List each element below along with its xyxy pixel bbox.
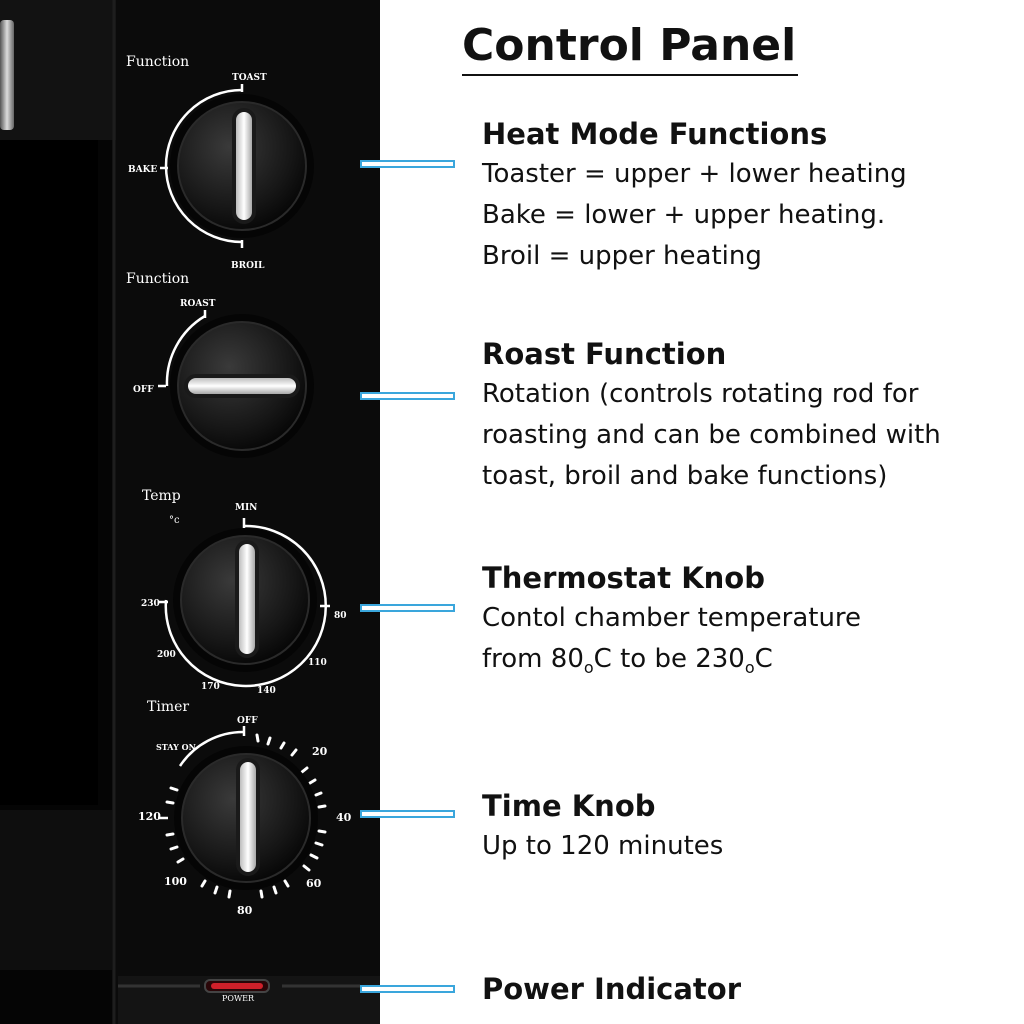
section-title: Thermostat Knob [482, 561, 765, 595]
function-knob[interactable] [170, 94, 314, 238]
pointer-thermostat [360, 604, 455, 612]
oven-control-panel-photo: Function TOAST BAKE BROIL Function ROAST… [0, 0, 380, 1024]
section-title: Roast Function [482, 337, 727, 371]
label-toast: TOAST [232, 73, 267, 83]
power-indicator-light [211, 983, 263, 989]
section-line: Toaster = upper + lower heating [482, 159, 907, 189]
section-line: Contol chamber temperature [482, 603, 862, 633]
section-title: Heat Mode Functions [482, 117, 828, 151]
pointer-roast [360, 392, 455, 400]
door-frame-bottom [0, 810, 112, 970]
section-timer: Time Knob Up to 120 minutes [482, 786, 1012, 867]
label-temp: Temp [142, 488, 181, 504]
pointer-heat-mode [360, 160, 455, 168]
label-200: 200 [157, 650, 176, 660]
control-panel-illustration: Function TOAST BAKE BROIL Function ROAST… [0, 0, 380, 1024]
section-line: roasting and can be combined with [482, 420, 941, 450]
timer-dial-arc [178, 730, 245, 767]
label-broil: BROIL [231, 261, 265, 271]
label-60: 60 [306, 877, 322, 890]
section-line-temperature-range: from 80oC to be 230oC [482, 644, 773, 678]
door-window [0, 140, 98, 805]
section-line: Rotation (controls rotating rod for [482, 379, 919, 409]
section-power: Power Indicator [482, 969, 1012, 1009]
section-heat-mode: Heat Mode Functions Toaster = upper + lo… [482, 114, 1012, 277]
pointer-timer [360, 810, 455, 818]
label-110: 110 [308, 658, 327, 668]
label-celsius: °c [169, 515, 180, 526]
timer-knob-grip [240, 762, 256, 872]
label-100: 100 [164, 875, 187, 888]
label-170: 170 [201, 682, 220, 692]
label-stay-on: STAY ON [156, 742, 196, 752]
label-80: 80 [334, 611, 347, 621]
description-panel: Control Panel Heat Mode Functions Toaste… [382, 0, 1024, 1024]
roast-knob-grip [188, 378, 296, 394]
label-40: 40 [336, 811, 352, 824]
label-timer-off: OFF [237, 716, 258, 726]
door-frame-top [0, 0, 116, 140]
section-line: Bake = lower + upper heating. [482, 200, 886, 230]
door-handle [0, 20, 14, 130]
function-dial-arc [164, 88, 243, 244]
section-line: Broil = upper heating [482, 241, 762, 271]
label-function-1: Function [126, 54, 189, 70]
label-140: 140 [257, 686, 276, 696]
label-function-2: Function [126, 271, 189, 287]
page-title: Control Panel [462, 20, 799, 76]
label-power: POWER [222, 994, 255, 1003]
section-title: Power Indicator [482, 972, 742, 1006]
roast-dial-arc [165, 314, 206, 387]
timer-tick-marks [165, 733, 327, 899]
thermostat-dial-arc [164, 524, 328, 688]
label-off-roast: OFF [133, 385, 154, 395]
section-line: toast, broil and bake functions) [482, 461, 888, 491]
timer-knob[interactable] [174, 746, 318, 890]
label-min: MIN [235, 503, 257, 513]
function-knob-grip [236, 112, 252, 220]
pointer-power [360, 985, 455, 993]
label-120: 120 [138, 810, 161, 823]
label-bake: BAKE [128, 165, 157, 175]
section-thermostat: Thermostat Knob Contol chamber temperatu… [482, 558, 1012, 688]
roast-knob[interactable] [170, 314, 314, 458]
thermostat-knob-grip [239, 544, 255, 654]
thermostat-knob[interactable] [173, 528, 317, 672]
label-20: 20 [312, 745, 328, 758]
section-title: Time Knob [482, 789, 656, 823]
section-line: Up to 120 minutes [482, 831, 724, 861]
label-timer: Timer [147, 699, 189, 715]
section-roast: Roast Function Rotation (controls rotati… [482, 334, 1012, 497]
label-roast: ROAST [180, 299, 216, 309]
label-230: 230 [141, 599, 160, 609]
label-timer-80: 80 [237, 904, 253, 917]
